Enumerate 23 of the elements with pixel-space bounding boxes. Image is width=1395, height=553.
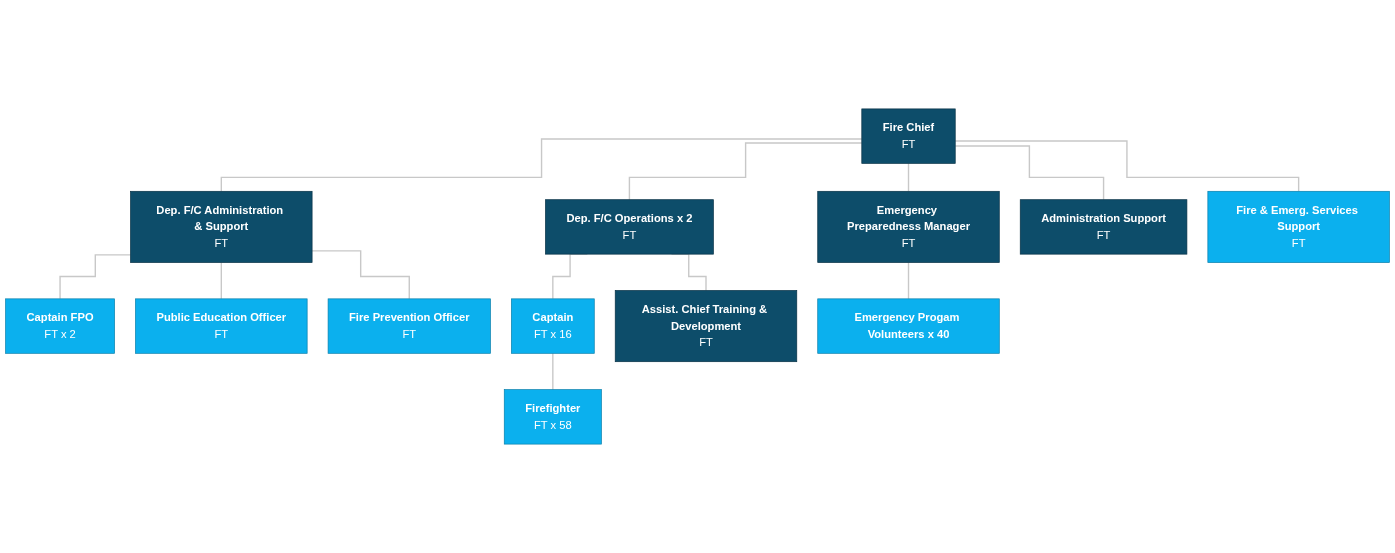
node-box: Administration Support FT	[1019, 199, 1188, 255]
connector	[954, 145, 1105, 201]
connector	[907, 261, 910, 300]
node-box: Dep. F/C Administration & Support FT	[130, 190, 313, 263]
connector	[220, 138, 863, 192]
node-box: Fire Chief FT	[861, 108, 956, 164]
node-box: Captain FPO FT x 2	[5, 298, 115, 354]
connector	[954, 140, 1300, 192]
node-box: Emergency Preparedness Manager FT	[817, 190, 1000, 263]
connector	[907, 162, 910, 192]
connector	[311, 250, 410, 300]
connector	[59, 254, 132, 300]
connector	[552, 352, 554, 391]
node-box: Public Education Officer FT	[135, 298, 308, 354]
node-box: Fire Prevention Officer FT	[327, 298, 491, 354]
node-box: Dep. F/C Operations x 2 FT	[545, 199, 714, 255]
node-box: Captain FT x 16	[511, 298, 595, 354]
connector	[220, 261, 222, 300]
node-box: Assist. Chief Training & Development FT	[614, 290, 798, 363]
node-box: Firefighter FT x 58	[503, 389, 602, 445]
node-box: Fire & Emerg. Services Support FT	[1207, 190, 1390, 263]
connector	[628, 142, 863, 201]
node-box: Emergency Progam Volunteers x 40	[817, 298, 1000, 354]
